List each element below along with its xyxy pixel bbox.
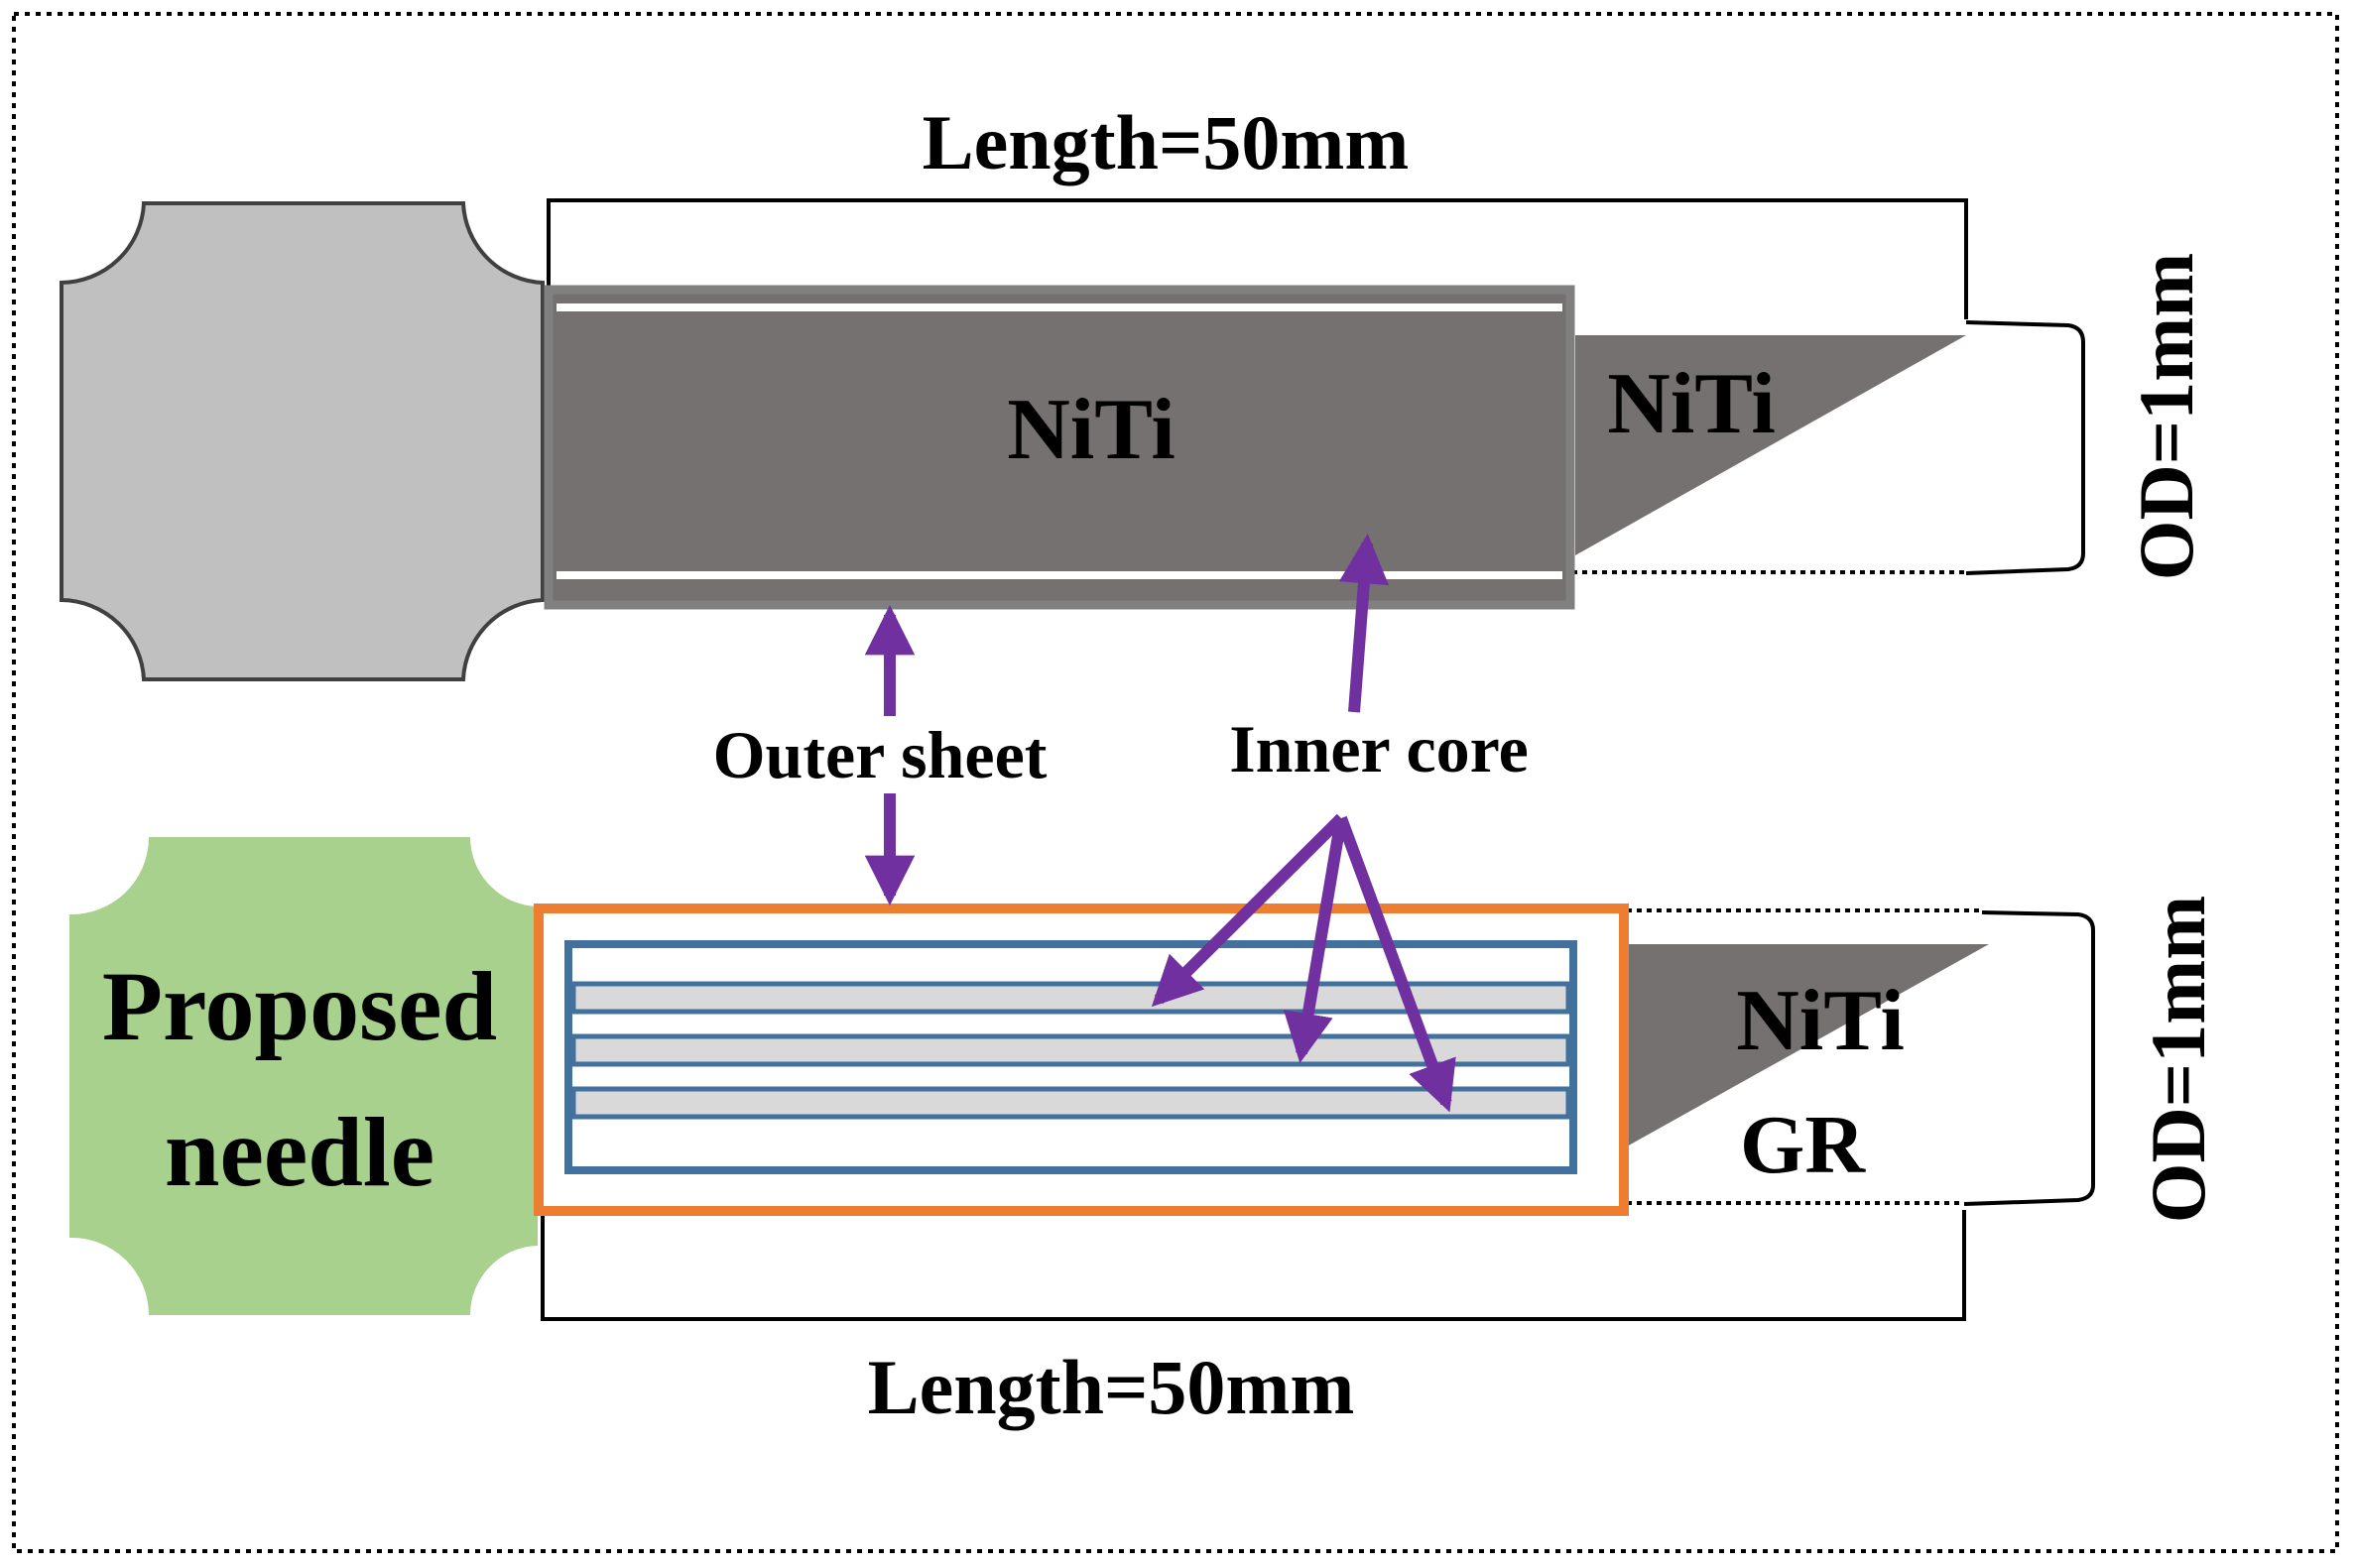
inner-core-arrow-2 <box>1283 817 1347 1063</box>
top-length-label: Length=50mm <box>923 99 1410 185</box>
top-body-material-label: NiTi <box>1007 382 1176 478</box>
bottom-od-bracket <box>1963 910 2095 1206</box>
hub-label-line2: needle <box>165 1097 434 1207</box>
inner-core-strand <box>570 1086 1571 1120</box>
top-tip-material-label: NiTi <box>1607 356 1776 452</box>
top-od-label: OD=1mm <box>2123 253 2209 580</box>
bottom-tip-material2-label: GR <box>1740 1099 1866 1191</box>
bottom-length-label: Length=50mm <box>868 1344 1355 1430</box>
bottom-needle-tip <box>1575 944 1989 1175</box>
top-hub <box>60 201 545 681</box>
bottom-tip-material-label: NiTi <box>1736 973 1905 1069</box>
inner-core-bundle <box>564 940 1577 1174</box>
bottom-od-label: OD=1mm <box>2135 896 2221 1223</box>
inner-core-arrow-1 <box>1151 813 1346 1008</box>
bottom-hub <box>69 837 538 1315</box>
top-needle-body <box>544 285 1575 610</box>
top-od-bracket <box>1965 320 2085 575</box>
bottom-length-bracket <box>541 1208 1966 1321</box>
inner-core-label: Inner core <box>1229 711 1529 786</box>
arrows <box>864 533 1456 1113</box>
top-needle-tip <box>1575 335 1966 555</box>
dotted-frame <box>12 12 2339 1553</box>
top-length-bracket <box>547 198 1968 319</box>
inner-core-arrow-up <box>1338 533 1390 713</box>
inner-core-strand <box>570 981 1571 1015</box>
outer-sheet-label: Outer sheet <box>713 717 1048 792</box>
hub-label-line1: Proposed <box>102 951 497 1061</box>
inner-core-arrow-3 <box>1335 815 1456 1113</box>
inner-core-strand <box>570 1033 1571 1067</box>
